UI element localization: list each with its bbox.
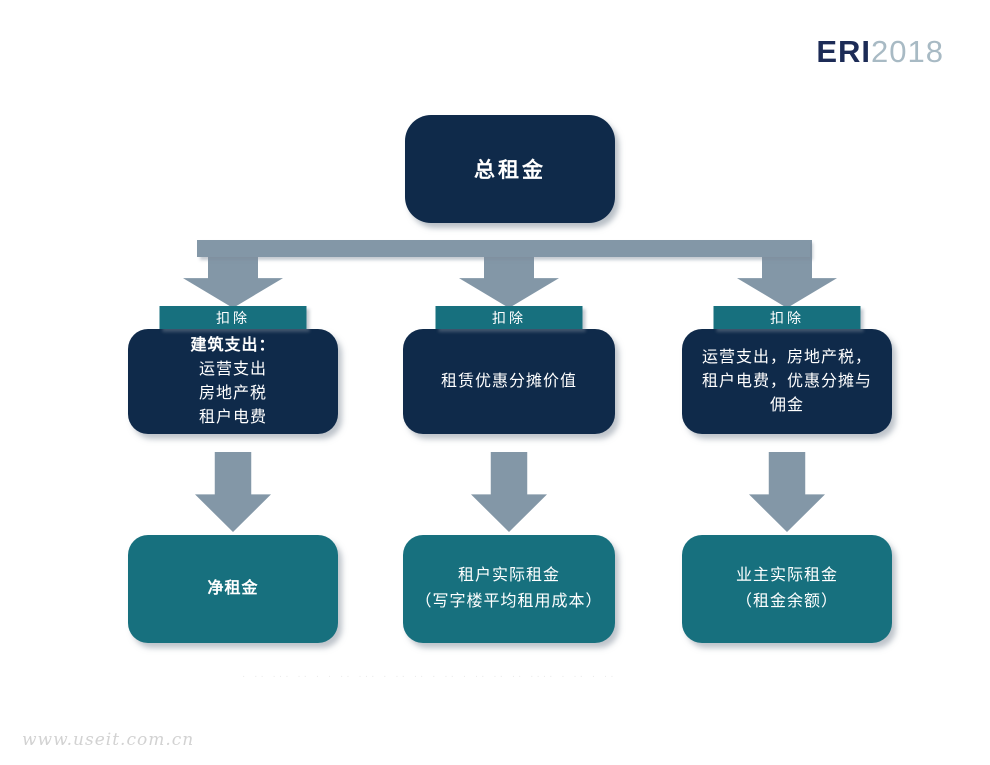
column-net-rent: 扣除 建筑支出： 运营支出 房地产税 租户电费 净租金 <box>128 240 338 660</box>
logo-year-text: 2018 <box>871 34 944 69</box>
down-arrow-icon <box>195 452 271 532</box>
watermark-text: www.useit.com.cn <box>22 730 195 750</box>
deduction-detail-box: 建筑支出： 运营支出 房地产税 租户电费 <box>128 329 338 434</box>
logo-brand-text: ERI <box>816 34 872 69</box>
deduction-line: 租户电费 <box>198 408 267 426</box>
deduction-line: 佣金 <box>769 396 804 414</box>
deduction-line: 租赁优惠分摊价值 <box>440 372 577 390</box>
faint-footnote-text: · ·· ··· ·· · · ·· ··· · ·· ·· · ·· · ··… <box>242 671 617 682</box>
down-arrow-icon <box>749 452 825 532</box>
result-box-landlord-rent: 业主实际租金 （租金余额） <box>682 535 892 643</box>
deduction-line: 运营支出 <box>198 360 267 378</box>
column-tenant-rent: 扣除 租赁优惠分摊价值 租户实际租金 （写字楼平均租用成本） <box>403 240 615 660</box>
deduction-detail-box: 租赁优惠分摊价值 <box>403 329 615 434</box>
distributor-bar <box>197 240 810 257</box>
deduct-tag-label: 扣除 <box>216 309 250 326</box>
column-landlord-rent: 扣除 运营支出，房地产税， 租户电费，优惠分摊与 佣金 业主实际租金 （租金余额… <box>682 240 892 660</box>
result-box-tenant-rent: 租户实际租金 （写字楼平均租用成本） <box>403 535 615 643</box>
brand-logo: ERI2018 <box>816 36 944 68</box>
total-rent-label: 总租金 <box>474 159 546 182</box>
deduct-tag-label: 扣除 <box>770 309 804 326</box>
result-box-net-rent: 净租金 <box>128 535 338 643</box>
deduction-line: 房地产税 <box>198 384 267 402</box>
deduct-tag: 扣除 <box>435 306 583 329</box>
result-title: 租户实际租金 <box>457 567 560 584</box>
deduction-detail-box: 运营支出，房地产税， 租户电费，优惠分摊与 佣金 <box>682 329 892 434</box>
result-subtitle: （写字楼平均租用成本） <box>415 593 603 610</box>
deduction-line: 租户电费，优惠分摊与 <box>701 372 872 390</box>
deduction-title: 建筑支出： <box>190 336 276 354</box>
total-rent-box: 总租金 <box>405 115 615 223</box>
deduct-tag: 扣除 <box>713 306 861 329</box>
deduct-tag-label: 扣除 <box>492 309 526 326</box>
result-title: 净租金 <box>207 580 259 597</box>
deduction-line: 运营支出，房地产税， <box>701 348 872 366</box>
result-subtitle: （租金余额） <box>735 593 838 610</box>
deduct-tag: 扣除 <box>159 306 307 329</box>
result-title: 业主实际租金 <box>735 567 838 584</box>
down-arrow-icon <box>471 452 547 532</box>
